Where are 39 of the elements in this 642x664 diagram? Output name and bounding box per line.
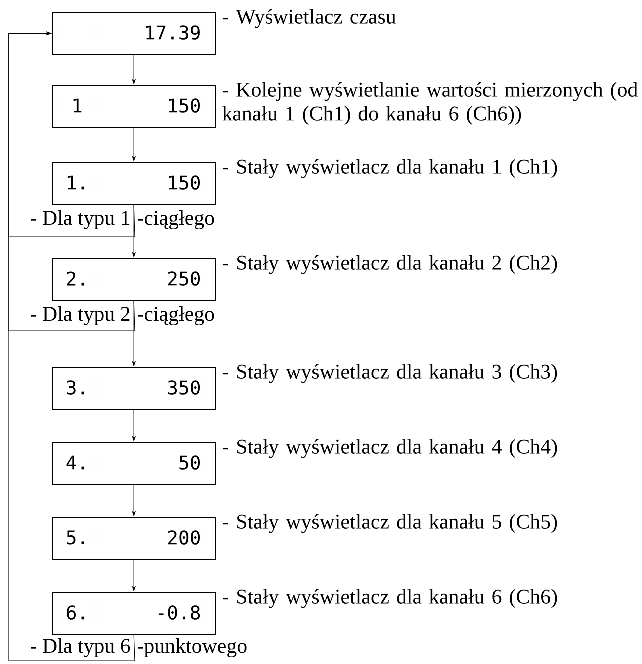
value-readout: 250	[100, 266, 202, 292]
display-panel	[52, 162, 216, 206]
display-panel	[52, 367, 216, 410]
channel-digit	[64, 20, 90, 46]
display-panel	[52, 517, 216, 560]
channel-digit: 3.	[64, 375, 90, 400]
value-readout: -0.8	[100, 600, 202, 626]
channel-digit: 1	[64, 93, 90, 118]
branch-label: - Dla typu 6	[31, 638, 130, 658]
value-readout: 150	[100, 93, 202, 118]
display-panel	[52, 442, 216, 486]
description-text: - Stały wyświetlacz dla kanału 1 (Ch1)	[222, 159, 558, 178]
value-readout: 150	[100, 170, 202, 196]
channel-digit: 1.	[64, 170, 90, 196]
description-text: - Stały wyświetlacz dla kanału 4 (Ch4)	[222, 439, 558, 458]
display-panel	[52, 12, 216, 56]
description-text: - Stały wyświetlacz dla kanału 5 (Ch5)	[222, 514, 558, 534]
branch-label: - Dla typu 2	[31, 306, 130, 326]
description-text: - Wyświetlacz czasu	[222, 9, 396, 28]
channel-digit: 5.	[64, 525, 90, 550]
value-readout: 200	[100, 525, 202, 550]
branch-label: -ciągłego	[138, 210, 214, 230]
arrow	[8, 32, 136, 662]
display-panel	[52, 85, 216, 128]
channel-digit: 6.	[64, 600, 90, 626]
branch-label: - Dla typu 1	[31, 210, 130, 230]
channel-digit: 4.	[64, 450, 90, 476]
channel-digit: 2.	[64, 266, 90, 292]
description-text: - Stały wyświetlacz dla kanału 3 (Ch3)	[222, 364, 558, 384]
value-readout: 50	[100, 450, 202, 476]
display-panel	[52, 592, 216, 636]
description-text: - Stały wyświetlacz dla kanału 2 (Ch2)	[222, 255, 558, 274]
description-text: - Kolejne wyświetlanie wartości mierzonych (od kanału 1 (Ch1) do kanału 6 (Ch6))	[222, 82, 638, 126]
branch-label: -ciągłego	[138, 306, 214, 326]
value-readout: 17.39	[100, 20, 202, 46]
description-text: - Stały wyświetlacz dla kanału 6 (Ch6)	[222, 589, 558, 608]
display-panel	[52, 258, 216, 302]
branch-label: -punktowego	[138, 638, 247, 658]
value-readout: 350	[100, 375, 202, 400]
